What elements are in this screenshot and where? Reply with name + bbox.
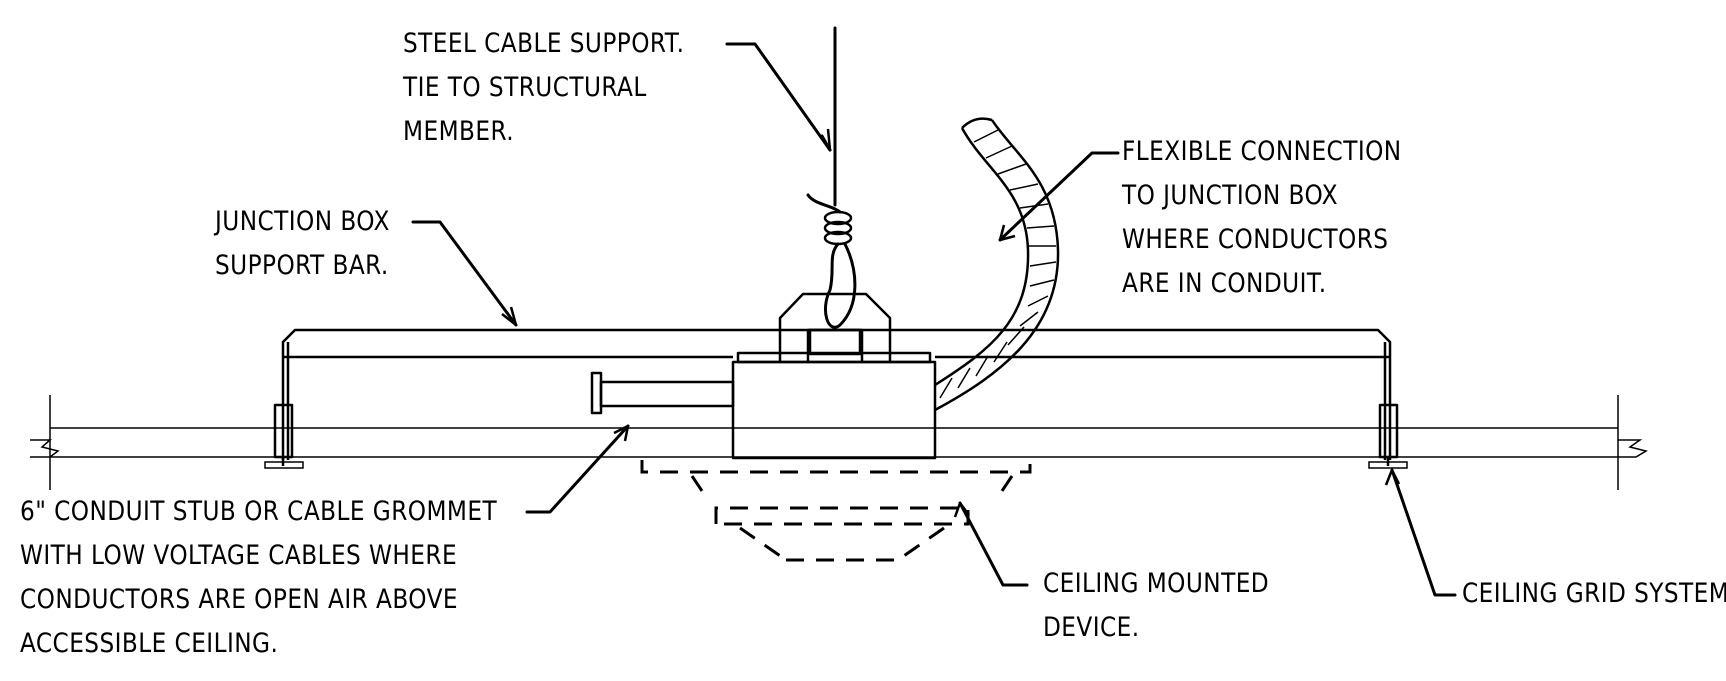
label-line: ARE IN CONDUIT. xyxy=(1122,268,1327,299)
break-line-right xyxy=(1618,439,1648,458)
label-line: STEEL CABLE SUPPORT. xyxy=(403,28,685,59)
steel-cable xyxy=(806,26,857,329)
label-junction-box-support-bar: JUNCTION BOX SUPPORT BAR. xyxy=(215,200,390,288)
break-line-left xyxy=(30,439,60,458)
grid-tee-left xyxy=(264,403,304,469)
label-flexible-connection: FLEXIBLE CONNECTION TO JUNCTION BOX WHER… xyxy=(1122,130,1402,306)
label-conduit-stub: 6" CONDUIT STUB OR CABLE GROMMET WITH LO… xyxy=(20,490,497,666)
grid-tee-right xyxy=(1368,403,1408,469)
label-line: 6" CONDUIT STUB OR CABLE GROMMET xyxy=(20,496,498,527)
ceiling-device xyxy=(640,460,1032,562)
junction-box xyxy=(731,351,937,460)
label-ceiling-mounted-device: CEILING MOUNTED DEVICE. xyxy=(1043,562,1269,650)
label-line: TO JUNCTION BOX xyxy=(1122,180,1339,211)
label-ceiling-grid-system: CEILING GRID SYSTEM xyxy=(1462,572,1726,616)
label-line: DEVICE. xyxy=(1043,612,1140,643)
label-line: MEMBER. xyxy=(403,116,515,147)
label-line: TIE TO STRUCTURAL xyxy=(403,72,647,103)
arrowheads xyxy=(501,128,1401,518)
label-line: WHERE CONDUCTORS xyxy=(1122,224,1389,255)
hanger-bracket xyxy=(778,292,892,362)
junction-box-support-bar xyxy=(281,328,1392,460)
label-steel-cable-support: STEEL CABLE SUPPORT. TIE TO STRUCTURAL M… xyxy=(403,22,684,154)
label-line: WITH LOW VOLTAGE CABLES WHERE xyxy=(20,540,458,571)
leader-lines xyxy=(411,42,1457,597)
flexible-conduit xyxy=(934,117,1060,412)
label-line: CONDUCTORS ARE OPEN AIR ABOVE xyxy=(20,584,458,615)
conduit-stub xyxy=(590,371,735,415)
label-line: CEILING MOUNTED xyxy=(1043,568,1270,599)
label-line: ACCESSIBLE CEILING. xyxy=(20,628,279,659)
ceiling-tile xyxy=(49,395,1619,490)
label-line: FLEXIBLE CONNECTION xyxy=(1122,136,1402,167)
label-line: JUNCTION BOX xyxy=(215,206,390,237)
label-line: SUPPORT BAR. xyxy=(215,250,389,281)
label-line: CEILING GRID SYSTEM xyxy=(1462,578,1726,609)
